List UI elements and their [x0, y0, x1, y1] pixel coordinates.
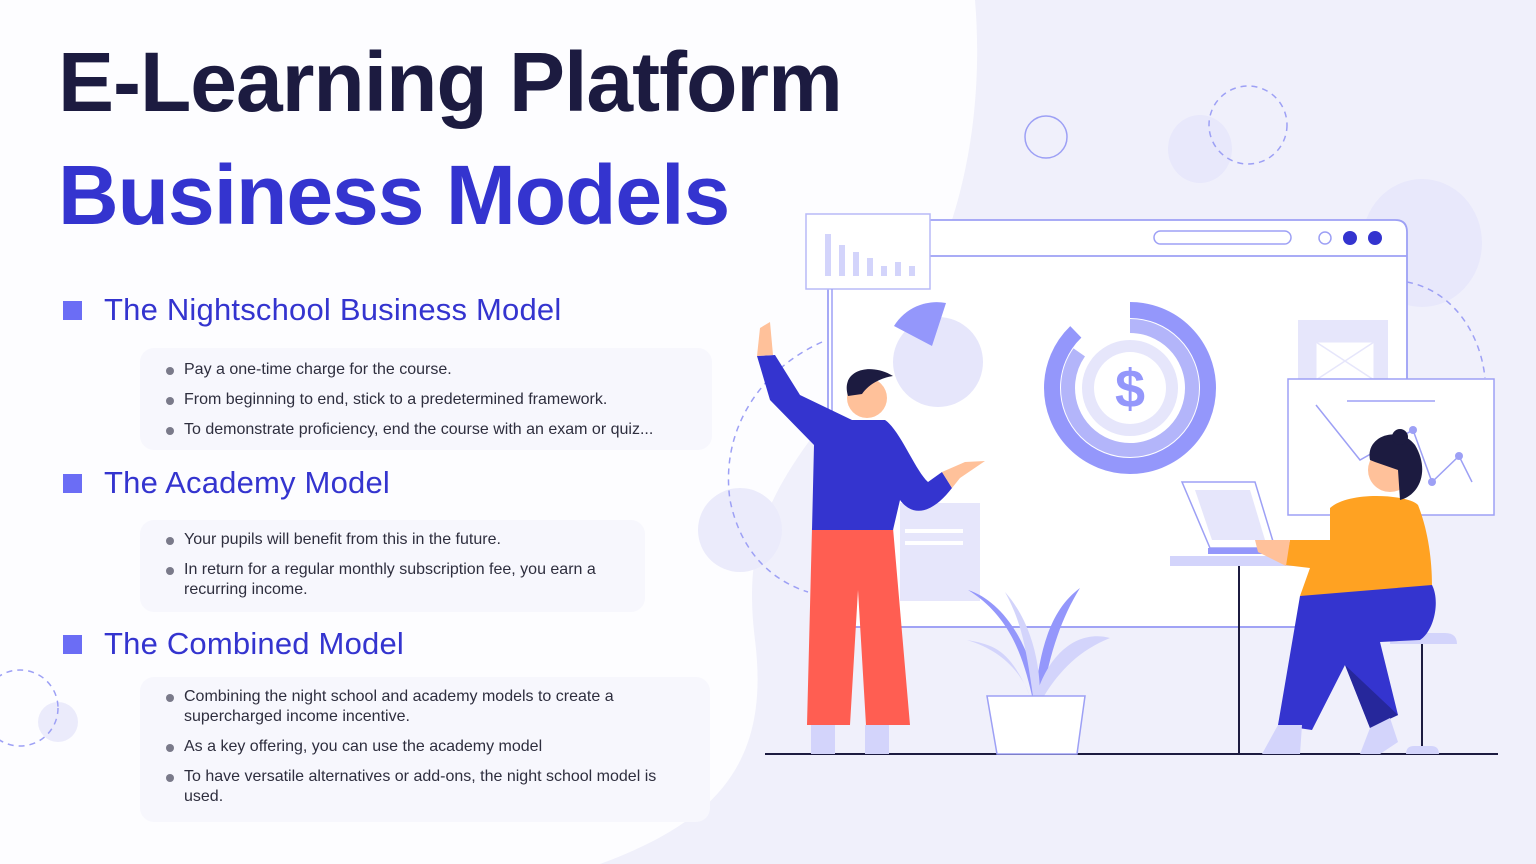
- pie-chart-illustration: [893, 302, 983, 407]
- section-card-nightschool: Pay a one-time charge for the course. Fr…: [140, 348, 712, 450]
- man-figure-illustration: [757, 322, 985, 754]
- woman-figure-illustration: [1255, 429, 1436, 754]
- dollar-sign-icon: $: [1115, 359, 1145, 419]
- section-heading-combined: The Combined Model: [63, 626, 404, 662]
- bar-chart-card-illustration: [805, 213, 931, 290]
- square-bullet-icon: [63, 634, 82, 654]
- list-item: As a key offering, you can use the acade…: [164, 737, 680, 757]
- section-title: The Nightschool Business Model: [104, 292, 562, 327]
- section-title: The Academy Model: [104, 465, 390, 500]
- list-item: In return for a regular monthly subscrip…: [164, 560, 625, 600]
- section-title: The Combined Model: [104, 626, 404, 661]
- square-bullet-icon: [63, 300, 82, 320]
- square-bullet-icon: [63, 473, 82, 493]
- section-card-combined: Combining the night school and academy m…: [140, 677, 710, 822]
- document-card-illustration: [900, 503, 980, 601]
- list-item: To demonstrate proficiency, end the cour…: [164, 420, 712, 440]
- section-card-academy: Your pupils will benefit from this in th…: [140, 520, 645, 612]
- dollar-ring-illustration: $: [1044, 302, 1216, 474]
- section-heading-nightschool: The Nightschool Business Model: [63, 292, 561, 328]
- list-item: Combining the night school and academy m…: [164, 687, 680, 727]
- circle-outline-deco: [1024, 115, 1068, 159]
- page-title-line1: E-Learning Platform: [58, 35, 843, 129]
- desk-illustration: [1170, 481, 1300, 754]
- list-item: Pay a one-time charge for the course.: [164, 360, 712, 380]
- list-item: From beginning to end, stick to a predet…: [164, 390, 712, 410]
- page-title-line2: Business Models: [58, 148, 730, 242]
- stool-illustration: [1390, 633, 1457, 754]
- section-heading-academy: The Academy Model: [63, 465, 390, 501]
- list-item: To have versatile alternatives or add-on…: [164, 767, 680, 807]
- list-item: Your pupils will benefit from this in th…: [164, 530, 625, 550]
- plant-illustration: [967, 588, 1110, 755]
